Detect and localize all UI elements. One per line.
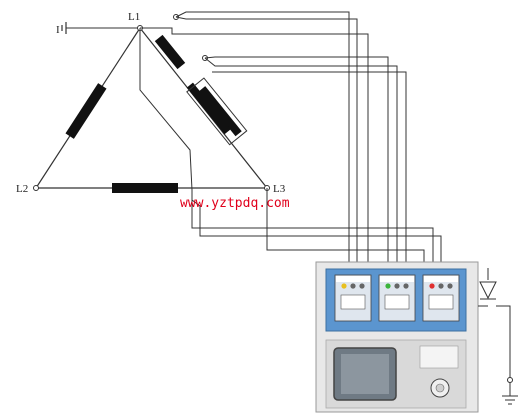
winding-upper: [154, 34, 186, 70]
terminal-group-3: [422, 274, 460, 322]
winding-l2-l3: [112, 183, 178, 193]
plug-1a: [341, 283, 347, 289]
node-label-l1: L1: [128, 11, 140, 23]
inner-lead: [139, 28, 193, 191]
tester-printer: [419, 345, 459, 369]
plug-3a: [429, 283, 435, 289]
ground-connection: [478, 268, 518, 405]
test-leads: [140, 11, 442, 272]
delta-triangle: [35, 27, 268, 189]
terminal-group-1: [334, 274, 372, 322]
windings: [65, 34, 248, 193]
left-terminal: I: [56, 22, 140, 36]
node-label-l2: L2: [16, 183, 28, 195]
winding-l1-l2: [65, 83, 107, 139]
winding-l1-l3-frame: [186, 77, 248, 146]
winding-l1-l3-inner: [199, 86, 242, 137]
terminal-left-label: I: [56, 24, 60, 36]
winding-l1-l3-outer: [186, 82, 231, 135]
watermark-url: www.yztpdq.com: [180, 196, 290, 211]
plug-2a: [385, 283, 391, 289]
node-label-l3: L3: [273, 183, 286, 195]
terminal-group-2: [378, 274, 416, 322]
tester-device: [315, 261, 479, 413]
